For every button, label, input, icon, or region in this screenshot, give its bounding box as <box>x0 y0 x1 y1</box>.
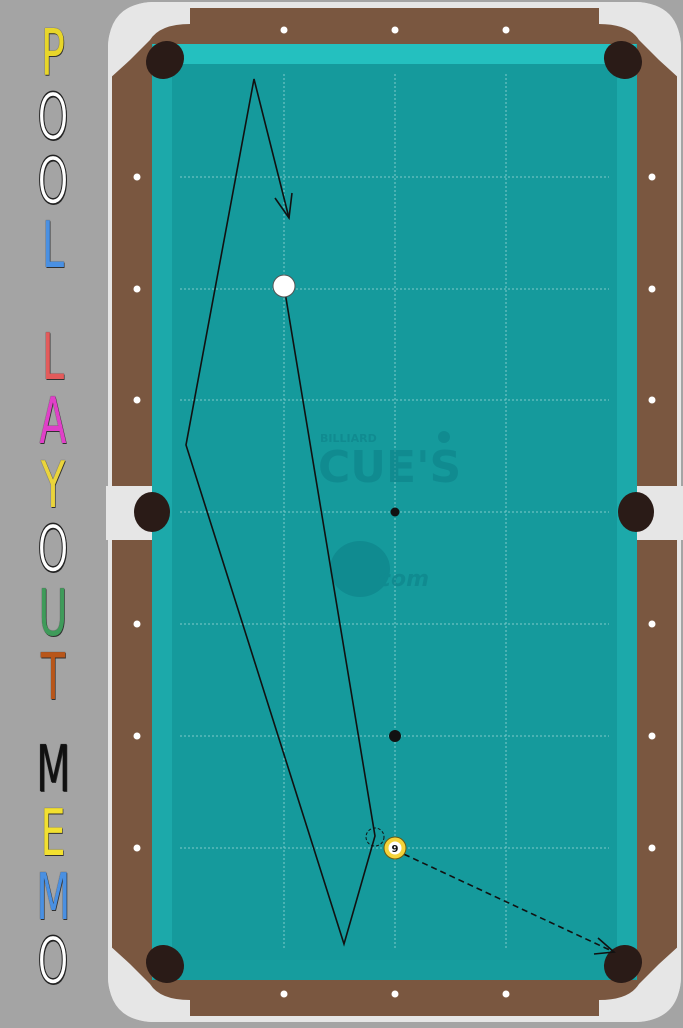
side-title-letter: L <box>41 209 65 283</box>
side-title-letter: L <box>41 321 65 395</box>
cue-path-arrowhead <box>274 192 293 221</box>
watermark: BILLIARD CUE'S com <box>318 431 461 597</box>
side-title-letter: O <box>37 513 69 587</box>
pocket-top-right <box>603 40 643 80</box>
foot-spot <box>389 730 401 742</box>
side-title-letter: O <box>37 81 69 155</box>
side-title-letter: A <box>39 385 67 459</box>
center-spot <box>390 507 400 517</box>
side-title-letter: P <box>41 17 65 91</box>
nine-ball[interactable]: 9 <box>383 836 407 860</box>
pocket-bottom-left <box>145 944 185 984</box>
watermark-small-text: BILLIARD <box>320 432 377 445</box>
rail-diamonds <box>133 26 656 998</box>
pocket-side-left <box>134 492 170 532</box>
pool-table[interactable]: BILLIARD CUE'S com 9 <box>106 0 683 1024</box>
watermark-big-text: CUE'S <box>318 442 461 493</box>
side-title-letter: T <box>40 641 66 715</box>
side-title-letter: M <box>36 861 71 935</box>
object-ball-path <box>394 849 615 953</box>
object-path-arrowhead <box>593 937 616 955</box>
pocket-bottom-right <box>603 944 643 984</box>
side-title-letter: O <box>37 145 69 219</box>
ghost-ball <box>365 827 385 847</box>
side-title-letter: E <box>40 797 66 871</box>
cue-ball[interactable] <box>272 274 296 298</box>
side-title-letter: Y <box>40 449 66 523</box>
side-title-letter: M <box>36 733 71 807</box>
nine-ball-label: 9 <box>392 844 399 855</box>
side-title-letter: U <box>38 577 68 651</box>
watermark-dotcom-text: com <box>378 567 429 592</box>
cue-path <box>185 78 376 947</box>
pocket-side-right <box>618 492 654 532</box>
pocket-top-left <box>145 40 185 80</box>
side-title-letter: O <box>37 925 69 999</box>
